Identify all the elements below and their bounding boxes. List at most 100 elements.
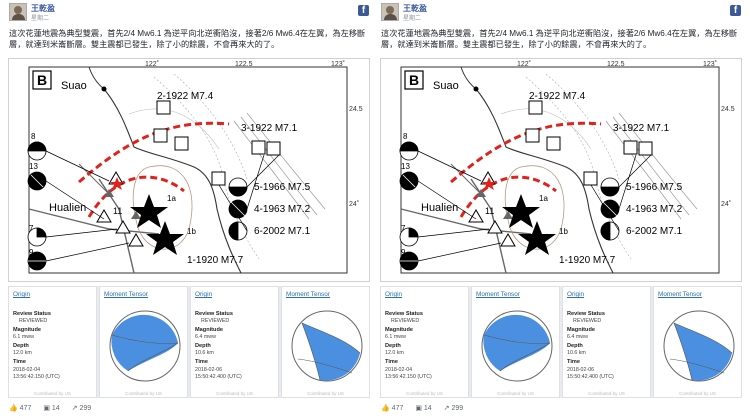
- quake-label-5: 5-1966 M7.5: [626, 182, 683, 193]
- facebook-icon: f: [358, 5, 369, 16]
- event-label-8: 8: [31, 132, 36, 141]
- event-label-1a: 1a: [539, 194, 548, 203]
- like-count[interactable]: 👍 477: [381, 405, 404, 412]
- post-actions: 👍 477 ▣ 14 ↗ 299: [381, 404, 473, 412]
- magnitude-value: 6.1 mww: [13, 334, 34, 340]
- quake-label-4: 4-1963 M7.2: [626, 204, 683, 215]
- moment-tensor-link[interactable]: Moment Tensor: [658, 291, 702, 298]
- magnitude-value: 6.4 mww: [567, 334, 588, 340]
- event-label-1b: 1b: [187, 227, 196, 236]
- moment-tensor-link[interactable]: Moment Tensor: [104, 291, 148, 298]
- post-date[interactable]: 星期二: [403, 16, 422, 22]
- author-name[interactable]: 王乾盈: [403, 4, 427, 13]
- origin-link[interactable]: Origin: [195, 291, 213, 298]
- magnitude-label: Magnitude: [567, 327, 595, 333]
- quake-label-2: 2-1922 M7.4: [529, 91, 586, 102]
- share-count-value: 299: [451, 405, 464, 412]
- share-count[interactable]: ↗ 299: [71, 405, 92, 412]
- share-count-value: 299: [79, 405, 92, 412]
- depth-label: Depth: [195, 343, 211, 349]
- quake-label-4: 4-1963 M7.2: [254, 204, 311, 215]
- place-hualien: Hualien: [421, 202, 458, 214]
- card-footer: Contributed by US: [216, 391, 253, 396]
- author-name[interactable]: 王乾盈: [31, 4, 55, 13]
- comment-count[interactable]: ▣ 14: [43, 405, 60, 412]
- lon-tick-2: 122.5: [235, 61, 253, 68]
- quake-label-2: 2-1922 M7.4: [157, 91, 214, 102]
- magnitude-value: 6.1 mww: [385, 334, 406, 340]
- beachball-icon: [663, 310, 735, 382]
- event-label-1a: 1a: [167, 194, 176, 203]
- lat-tick-2: 24˚: [349, 200, 359, 208]
- event-label-13: 13: [401, 162, 410, 171]
- facebook-post-left: 王乾盈 星期二 f 這次花蓮地震為典型雙震，首先2/4 Mw6.1 為逆平向北逆…: [5, 0, 373, 420]
- time-label: Time: [13, 359, 26, 365]
- moment-tensor-card-2: Moment Tensor Contributed by US: [653, 286, 742, 398]
- beachball-icon: [291, 310, 363, 382]
- time-date: 2018-02-06: [567, 367, 595, 373]
- time-value: 15:50:42.400 (UTC): [195, 374, 242, 380]
- lon-tick-1: 122˚: [517, 60, 531, 68]
- review-status-label: Review Status: [385, 311, 423, 317]
- comment-count-value: 14: [423, 405, 432, 412]
- review-status-value: REVIEWED: [201, 318, 230, 324]
- quake-label-1: 1-1920 M7.7: [559, 255, 616, 266]
- quake-label-3: 3-1922 M7.1: [241, 123, 298, 134]
- panel-letter: B: [37, 72, 47, 88]
- facebook-icon: f: [730, 5, 741, 16]
- event-label-9: 9: [29, 248, 34, 257]
- share-count[interactable]: ↗ 299: [443, 405, 464, 412]
- lon-tick-1: 122˚: [145, 60, 159, 68]
- review-status-value: REVIEWED: [573, 318, 602, 324]
- magnitude-value: 6.4 mww: [195, 334, 216, 340]
- card-footer: Contributed by US: [406, 391, 443, 396]
- event-label-8: 8: [403, 132, 408, 141]
- time-value: 13:56:42.150 (UTC): [385, 374, 432, 380]
- review-status-value: REVIEWED: [19, 318, 48, 324]
- fault-map-image[interactable]: 122˚ 122.5 123˚ 24.5 24˚: [380, 58, 742, 282]
- card-footer: Contributed by US: [307, 391, 344, 396]
- post-header: 王乾盈 星期二 f: [9, 3, 369, 25]
- moment-tensor-card-1: Moment Tensor Contributed by US: [471, 286, 560, 398]
- like-count[interactable]: 👍 477: [9, 405, 32, 412]
- moment-tensor-link[interactable]: Moment Tensor: [476, 291, 520, 298]
- time-value: 13:56:42.150 (UTC): [13, 374, 60, 380]
- time-label: Time: [195, 359, 208, 365]
- event-label-7: 7: [29, 224, 34, 233]
- quake-label-6: 6-2002 M7.1: [626, 226, 683, 237]
- origin-link[interactable]: Origin: [13, 291, 31, 298]
- event-label-13: 13: [29, 162, 38, 171]
- lon-tick-3: 123˚: [331, 60, 345, 68]
- magnitude-label: Magnitude: [13, 327, 41, 333]
- event-label-1b: 1b: [559, 227, 568, 236]
- post-actions: 👍 477 ▣ 14 ↗ 299: [9, 404, 101, 412]
- depth-value: 10.6 km: [567, 350, 586, 356]
- depth-label: Depth: [385, 343, 401, 349]
- review-status-label: Review Status: [13, 311, 51, 317]
- time-label: Time: [567, 359, 580, 365]
- event-label-9: 9: [401, 248, 406, 257]
- avatar[interactable]: [9, 3, 27, 21]
- origin-link[interactable]: Origin: [567, 291, 585, 298]
- review-status-value: REVIEWED: [391, 318, 420, 324]
- origin-link[interactable]: Origin: [385, 291, 403, 298]
- beachball-icon: [481, 310, 553, 382]
- moment-tensor-link[interactable]: Moment Tensor: [286, 291, 330, 298]
- event-label-11: 11: [113, 206, 122, 216]
- avatar[interactable]: [381, 3, 399, 21]
- fault-map-image[interactable]: 122˚ 122.5 123˚ 24.5 24˚: [8, 58, 370, 282]
- usgs-cards: Origin Review Status REVIEWED Magnitude …: [380, 286, 742, 398]
- post-date[interactable]: 星期二: [31, 16, 50, 22]
- card-footer: Contributed by US: [679, 391, 716, 396]
- comment-count[interactable]: ▣ 14: [415, 405, 432, 412]
- card-footer: Contributed by US: [125, 391, 162, 396]
- depth-value: 10.6 km: [195, 350, 214, 356]
- place-hualien: Hualien: [49, 202, 86, 214]
- quake-label-1: 1-1920 M7.7: [187, 255, 244, 266]
- beachball-icon: [109, 310, 181, 382]
- depth-value: 12.0 km: [385, 350, 404, 356]
- origin-card-1: Origin Review Status REVIEWED Magnitude …: [8, 286, 97, 398]
- facebook-post-right: 王乾盈 星期二 f 這次花蓮地震為典型雙震，首先2/4 Mw6.1 為逆平向北逆…: [377, 0, 745, 420]
- quake-label-3: 3-1922 M7.1: [613, 123, 670, 134]
- like-count-value: 477: [391, 405, 404, 412]
